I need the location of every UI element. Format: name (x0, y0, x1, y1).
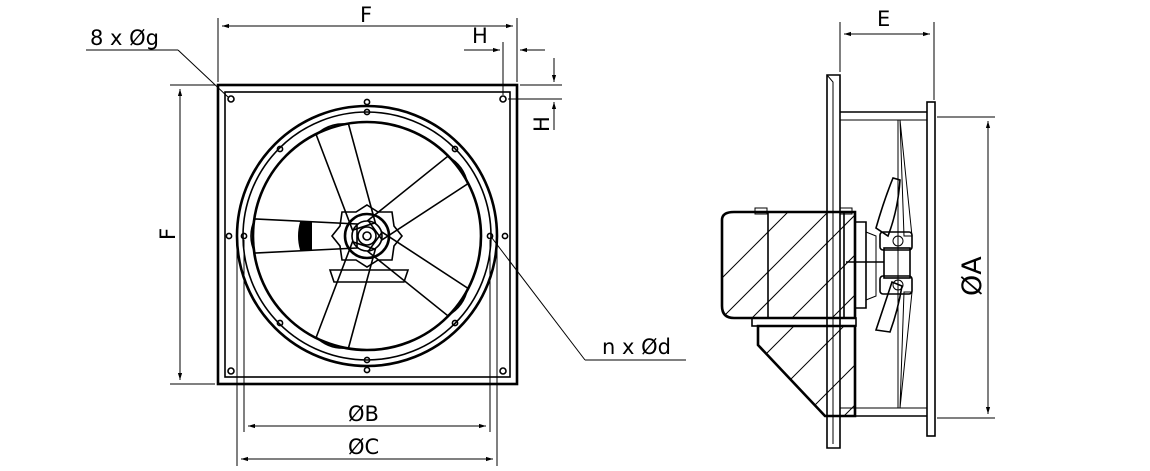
side-housing (840, 101, 936, 437)
label-h-top: H (472, 24, 488, 48)
label-diameter-a: ØA (957, 256, 988, 296)
label-f-top: F (360, 3, 372, 27)
side-view: E (720, 7, 995, 449)
front-plate-inner (224, 91, 511, 378)
label-e: E (877, 7, 890, 31)
dim-e (839, 22, 935, 100)
label-diameter-b: ØB (348, 402, 379, 426)
label-mounting-holes: n x Ød (602, 335, 671, 359)
label-h-side: H (530, 116, 554, 132)
dim-diameter-a (937, 116, 995, 419)
dim-f-left (170, 84, 215, 385)
fan-blades (250, 123, 469, 349)
side-blades (874, 119, 913, 409)
side-hub (846, 231, 913, 295)
side-terminal-box (751, 317, 857, 418)
leader-bolt-holes (86, 49, 229, 98)
corner-bolt-holes (225, 95, 509, 375)
front-view: F F H H 8 x Øg (86, 3, 686, 466)
fan-ring-outer (235, 104, 499, 368)
fan-hub (330, 204, 404, 268)
fan-ring-mid (242, 111, 492, 361)
dim-diameter-c (236, 236, 498, 466)
side-plate (826, 74, 841, 449)
dim-diameter-b (243, 240, 491, 432)
side-motor (720, 207, 877, 320)
label-f-left: F (156, 228, 180, 240)
motor-shadow (298, 222, 312, 250)
front-plate-outer (216, 83, 519, 386)
dim-h-top (464, 42, 545, 95)
label-diameter-c: ØC (348, 435, 379, 459)
leader-mounting-holes (491, 237, 686, 361)
label-bolt-holes: 8 x Øg (90, 26, 159, 50)
ring-mounting-holes (240, 108, 494, 364)
fan-ring-inner (251, 120, 483, 352)
dim-h-side (508, 58, 562, 130)
